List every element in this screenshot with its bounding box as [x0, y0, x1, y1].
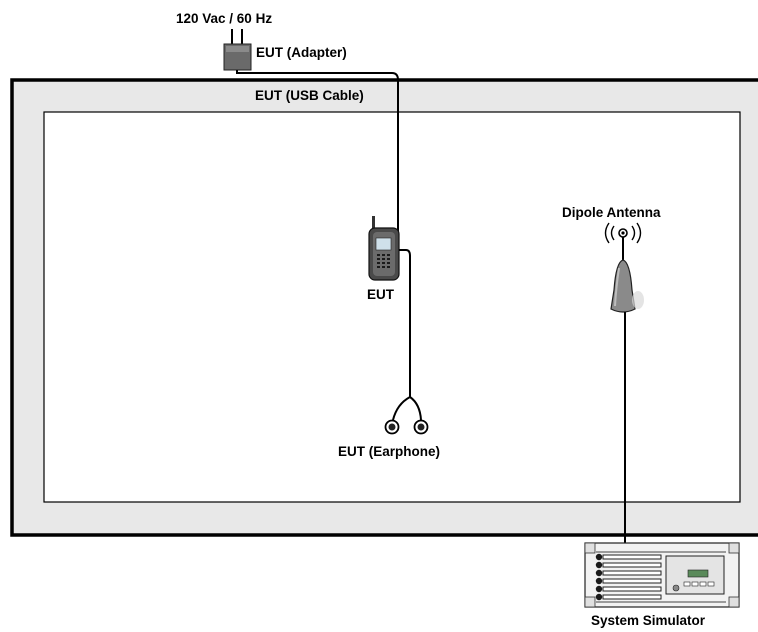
- earphone-icon: [384, 419, 429, 435]
- antenna-label: Dipole Antenna: [562, 205, 661, 220]
- shielded-chamber: [10, 78, 758, 537]
- eut-label: EUT: [367, 287, 395, 302]
- system-simulator-rack-icon: [584, 542, 740, 608]
- power-adapter-icon: [223, 29, 252, 71]
- adapter-label: EUT (Adapter): [256, 45, 347, 60]
- earphone-split: [392, 396, 422, 421]
- earphone-cable: [399, 249, 411, 397]
- usb-cable: [236, 70, 399, 236]
- dipole-antenna-icon: [604, 222, 644, 313]
- simulator-label: System Simulator: [591, 613, 706, 628]
- power-source-label: 120 Vac / 60 Hz: [176, 11, 272, 26]
- mobile-phone-icon: [368, 216, 400, 281]
- usb-cable-label: EUT (USB Cable): [255, 88, 364, 103]
- earphone-label: EUT (Earphone): [338, 444, 440, 459]
